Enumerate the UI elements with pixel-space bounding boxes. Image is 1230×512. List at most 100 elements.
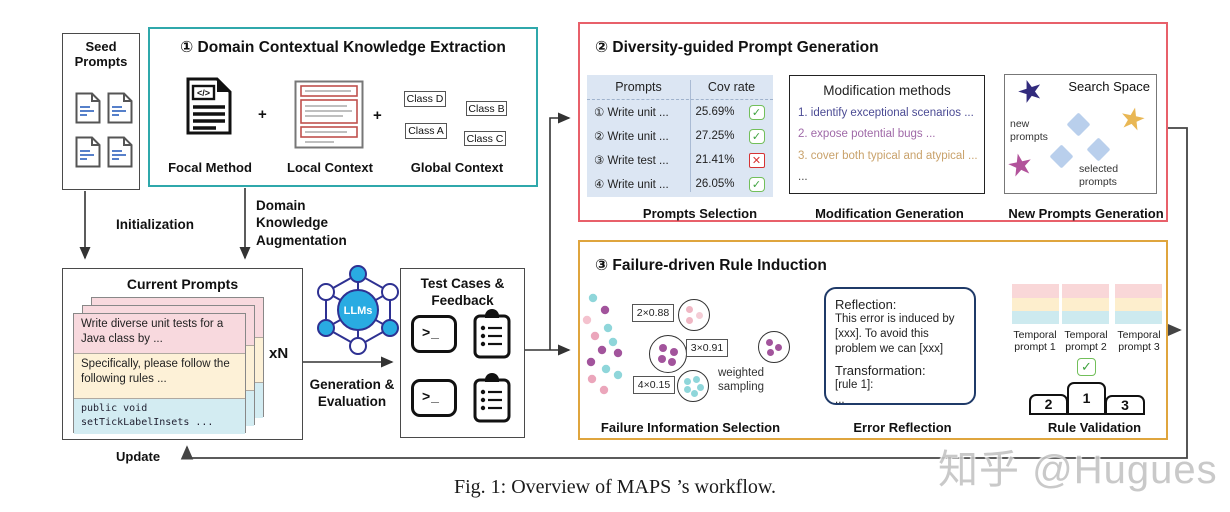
weighted-sampling-label: weighted sampling [718, 367, 765, 393]
podium-rank-1: 1 [1067, 382, 1106, 415]
error-reflection-label: Error Reflection [853, 420, 952, 435]
temporal-prompt-label: Temporal prompt 3 [1117, 329, 1161, 354]
terminal-glyph: >_ [422, 388, 440, 404]
generation-evaluation-label: Generation & Evaluation [309, 377, 395, 409]
col-header-prompts: Prompts [615, 80, 662, 94]
watermark: 知乎 @Hugues [938, 448, 1218, 492]
code-glyph: </> [197, 88, 210, 98]
transformation-heading: Transformation: [835, 362, 926, 378]
table-divider [690, 80, 691, 192]
status-icon: ✓ [748, 128, 765, 144]
modification-item: 1. identify exceptional scenarios ... [798, 107, 974, 119]
cov-rate-cell: 26.05% [695, 178, 735, 190]
temporal-prompt-label: Temporal prompt 1 [1013, 329, 1057, 354]
cov-rate-cell: 25.69% [695, 106, 735, 118]
terminal-glyph: >_ [422, 324, 440, 340]
test-cases-title: Test Cases & Feedback [420, 276, 505, 308]
class-b-box: Class B [466, 101, 507, 116]
plus-sign: + [373, 107, 382, 124]
prompt-generation-title: ② Diversity-guided Prompt Generation [595, 39, 879, 56]
domain-knowledge-augmentation-label: Domain Knowledge Augmentation [256, 198, 347, 248]
class-a-box: Class A [405, 123, 447, 139]
temporal-prompt-label: Temporal prompt 2 [1064, 329, 1108, 354]
selected-prompt-diamond-icon [1066, 112, 1091, 137]
class-c-box: Class C [464, 131, 506, 146]
class-d-box: Class D [404, 91, 446, 107]
transformation-rule: [rule 1]: [835, 378, 874, 391]
local-context-icon [294, 80, 364, 149]
status-icon: ✕ [748, 152, 765, 168]
terminal-icon: >_ [411, 315, 457, 353]
sampled-cluster-circle [758, 331, 790, 363]
modification-item: 2. expose potential bugs ... [798, 128, 936, 141]
document-icon [75, 136, 101, 168]
temporal-prompt-bar [1062, 284, 1109, 324]
cluster-weight-label: 3×0.91 [686, 339, 728, 357]
cluster-weight-label: 4×0.15 [633, 376, 675, 394]
prompts-table: Prompts Cov rate ① Write unit ... 25.69%… [587, 75, 773, 197]
reflection-body: This error is induced by [xxx]. To avoid… [835, 313, 955, 355]
table-row: ④ Write unit ... 26.05% ✓ [587, 172, 773, 196]
reflection-box: Reflection: This error is induced by [xx… [824, 287, 976, 406]
prompt-cell: ③ Write test ... [594, 155, 669, 167]
new-prompt-star-icon: ★ [1115, 100, 1150, 139]
document-icon [107, 136, 133, 168]
seed-prompts-title: Seed Prompts [74, 39, 128, 69]
xn-multiplier-label: xN [269, 345, 289, 362]
modification-item: ... [798, 170, 808, 183]
document-icon [75, 92, 101, 124]
rule-induction-title: ③ Failure-driven Rule Induction [595, 257, 827, 274]
rule-induction-box: ③ Failure-driven Rule Induction 2×0.88 3… [578, 240, 1168, 440]
podium-rank-2: 2 [1029, 394, 1068, 415]
table-row: ① Write unit ... 25.69% ✓ [587, 100, 773, 124]
prompt-section-code: public void setTickLabelInsets ... [74, 398, 245, 434]
llm-network-icon: LLMs [317, 265, 399, 355]
modification-methods-box: Modification methods 1. identify excepti… [789, 75, 985, 194]
failure-cluster-circle [649, 335, 687, 373]
table-header: Prompts Cov rate [587, 75, 773, 100]
new-prompt-star-icon: ★ [1012, 71, 1049, 112]
new-prompts-label: new prompts [1010, 118, 1048, 143]
clipboard-icon [473, 309, 511, 359]
focal-method-icon: </> [186, 77, 232, 135]
clipboard-icon [473, 373, 511, 423]
terminal-icon: >_ [411, 379, 457, 417]
prompt-card-front: Write diverse unit tests for a Java clas… [73, 313, 246, 434]
status-icon: ✓ [748, 176, 765, 192]
plus-sign: + [258, 106, 267, 123]
knowledge-extraction-title: ① Domain Contextual Knowledge Extraction [180, 39, 506, 56]
search-space-box: Search Space ★ ★ ★ new prompts selected … [1003, 71, 1157, 194]
rule-validation-label: Rule Validation [1047, 420, 1142, 435]
failure-cluster-circle [678, 299, 710, 331]
global-context-label: Global Context [410, 160, 504, 175]
failure-information-selection-label: Failure Information Selection [600, 420, 781, 435]
prompt-section-task: Write diverse unit tests for a Java clas… [74, 314, 245, 353]
new-prompts-generation-label: New Prompts Generation [1008, 206, 1164, 221]
current-prompts-title: Current Prompts [126, 276, 239, 292]
selected-prompts-label: selected prompts [1079, 163, 1119, 188]
failure-cluster-circle [677, 370, 709, 402]
cov-rate-cell: 21.41% [695, 154, 735, 166]
new-prompt-star-icon: ★ [1003, 146, 1037, 185]
prompt-cell: ④ Write unit ... [594, 179, 669, 191]
cov-rate-cell: 27.25% [695, 130, 735, 142]
temporal-prompt-bar [1012, 284, 1059, 324]
transformation-ellipsis: ... [835, 393, 845, 406]
temporal-prompt-bar [1115, 284, 1162, 324]
table-row: ② Write unit ... 27.25% ✓ [587, 124, 773, 148]
modification-item: 3. cover both typical and atypical ... [798, 149, 978, 162]
search-space-title: Search Space [1068, 79, 1150, 94]
table-row: ③ Write test ... 21.41% ✕ [587, 148, 773, 172]
modification-generation-label: Modification Generation [815, 206, 964, 221]
current-prompts-box: Current Prompts Write diverse unit tests… [62, 268, 303, 440]
podium-rank-3: 3 [1105, 395, 1145, 415]
check-icon: ✓ [1077, 358, 1096, 376]
status-icon: ✓ [748, 104, 765, 120]
seed-prompts-box: Seed Prompts [62, 33, 140, 190]
focal-method-label: Focal Method [168, 160, 252, 175]
initialization-label: Initialization [115, 217, 194, 232]
test-cases-box: Test Cases & Feedback >_ >_ [400, 268, 525, 438]
selected-prompt-diamond-icon [1086, 137, 1111, 162]
col-header-cov-rate: Cov rate [707, 80, 756, 94]
failure-dots-scatter [582, 293, 623, 395]
